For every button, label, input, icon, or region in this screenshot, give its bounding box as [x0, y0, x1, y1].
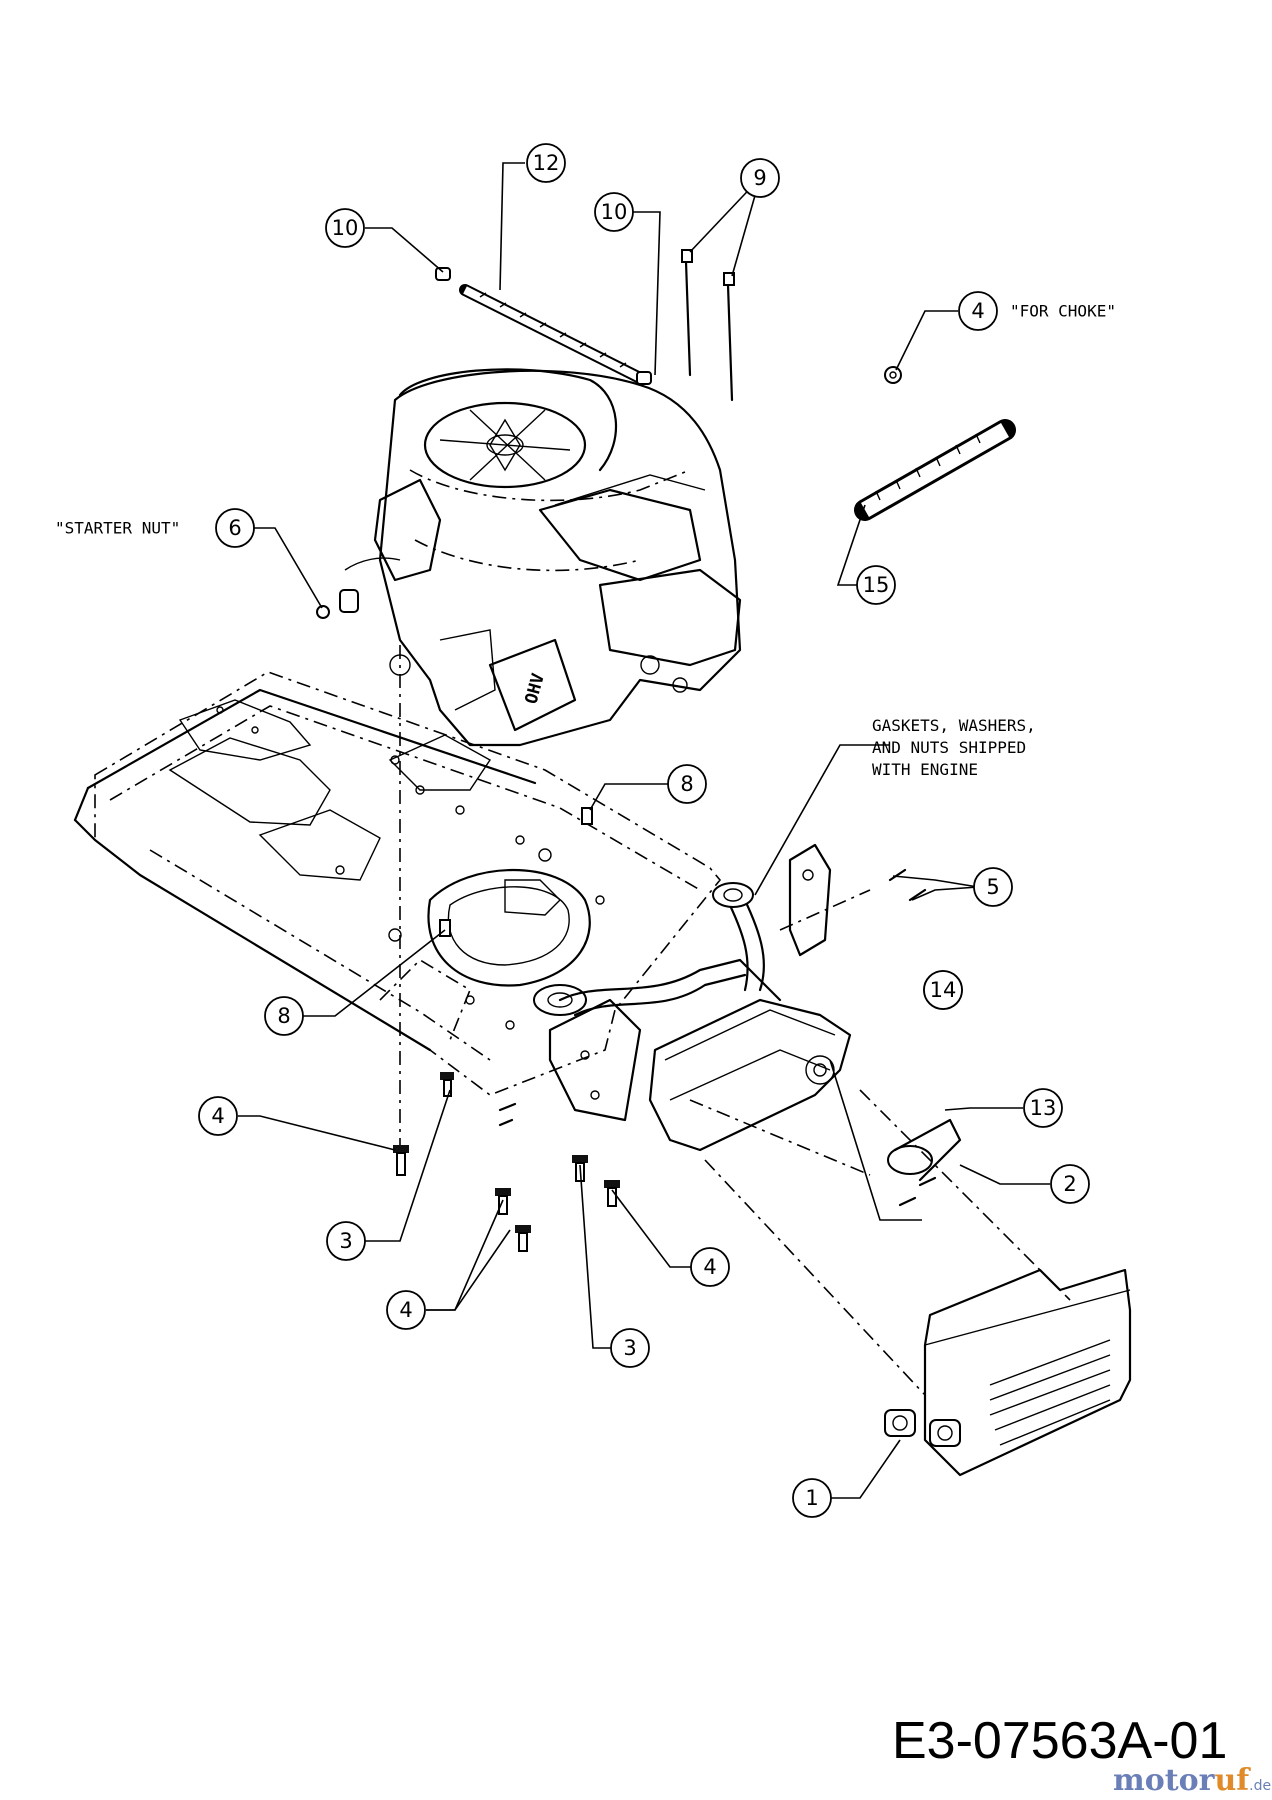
svg-text:motoruf.de: motoruf.de [1113, 1763, 1271, 1798]
engine-mount-opening [427, 868, 591, 987]
muffler-guard [884, 1268, 1132, 1477]
muffler-bracket [788, 843, 832, 957]
svg-text:3: 3 [339, 1229, 352, 1253]
callout-14-b: 14 [923, 970, 963, 1010]
assembly-centerlines [399, 645, 1071, 1396]
engine-fan-cover [423, 401, 587, 489]
note-gaskets-line-3: WITH ENGINE [872, 760, 978, 779]
callout-8-upper: 8 [667, 764, 707, 804]
svg-text:10: 10 [601, 200, 628, 224]
svg-text:4: 4 [703, 1255, 716, 1279]
engine-label: OHV [522, 671, 549, 706]
callout-9: 9 [740, 158, 780, 198]
callout-1: 1 [792, 1478, 832, 1518]
note-starter-nut: "STARTER NUT" [55, 519, 180, 538]
watermark: motoruf.de [1113, 1763, 1271, 1798]
callout-3-lower: 3 [610, 1328, 650, 1368]
callout-13: 13 [1023, 1088, 1063, 1128]
callout-15: 15 [856, 565, 896, 605]
svg-text:1: 1 [805, 1486, 818, 1510]
callout-12: 12 [526, 143, 566, 183]
callout-2: 2 [1050, 1164, 1090, 1204]
callout-5: 5 [973, 867, 1013, 907]
svg-text:15: 15 [863, 573, 890, 597]
ohv-plate: OHV [488, 638, 577, 732]
watermark-part-2: uf [1214, 1763, 1251, 1798]
svg-text:5: 5 [986, 875, 999, 899]
spark-arrestor [887, 1118, 962, 1182]
svg-text:12: 12 [533, 151, 560, 175]
bolts [393, 1072, 937, 1252]
watermark-part-1: motor [1113, 1763, 1216, 1798]
watermark-suffix: .de [1249, 1778, 1271, 1794]
svg-text:13: 13 [1030, 1096, 1057, 1120]
svg-text:4: 4 [399, 1298, 412, 1322]
callout-4-right: 4 [690, 1247, 730, 1287]
guard-vent-slots [989, 1339, 1111, 1446]
engine: OHV [339, 368, 742, 747]
svg-text:10: 10 [332, 216, 359, 240]
note-for-choke: "FOR CHOKE" [1010, 302, 1116, 321]
svg-text:2: 2 [1063, 1172, 1076, 1196]
notes: "FOR CHOKE" "STARTER NUT" GASKETS, WASHE… [55, 302, 1116, 780]
note-gaskets-line-1: GASKETS, WASHERS, [872, 716, 1036, 735]
muffler [558, 882, 852, 1152]
svg-text:4: 4 [971, 299, 984, 323]
callouts: 12 10 10 9 4 6 15 8 5 8 14 13 2 4 3 4 4 … [198, 143, 1090, 1518]
callout-4-left: 4 [198, 1096, 238, 1136]
svg-text:14: 14 [930, 978, 957, 1002]
callout-10-right: 10 [594, 192, 634, 232]
callout-6: 6 [215, 508, 255, 548]
callout-3-left: 3 [326, 1221, 366, 1261]
svg-text:9: 9 [753, 166, 766, 190]
svg-text:8: 8 [680, 772, 693, 796]
callout-4-lower: 4 [386, 1290, 426, 1330]
frame-holes [216, 706, 605, 1030]
svg-text:6: 6 [228, 516, 241, 540]
svg-text:3: 3 [623, 1336, 636, 1360]
leader-lines [238, 162, 1050, 1499]
svg-text:4: 4 [211, 1104, 224, 1128]
callout-7: 4 [958, 291, 998, 331]
frame [73, 671, 722, 1122]
svg-text:8: 8 [277, 1004, 290, 1028]
callout-8-lower: 8 [264, 996, 304, 1036]
diagram-reference: E3-07563A-01 [892, 1712, 1227, 1770]
note-gaskets-line-2: AND NUTS SHIPPED [872, 738, 1026, 757]
hardware [316, 249, 1016, 1252]
callout-10-left: 10 [325, 208, 365, 248]
